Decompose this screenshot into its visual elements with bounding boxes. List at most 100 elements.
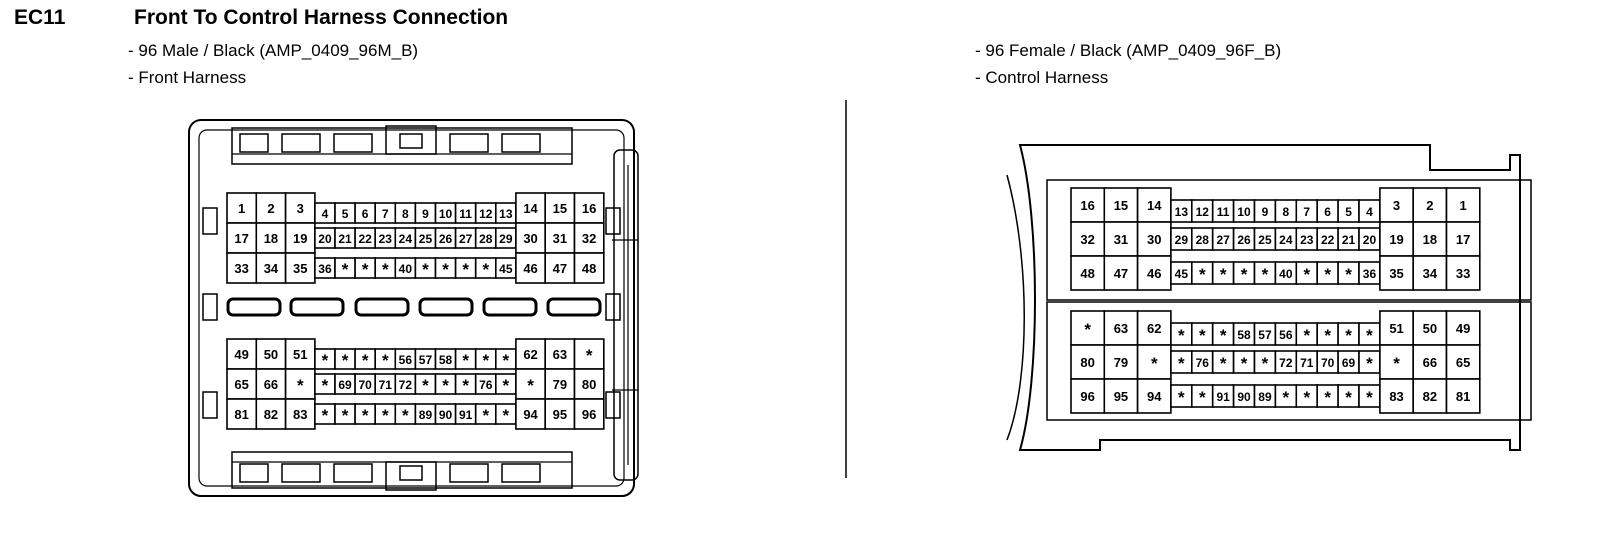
male-pin-label: 19 bbox=[293, 231, 307, 246]
female-pin-label: * bbox=[1262, 265, 1269, 284]
female-pin-label: 72 bbox=[1279, 356, 1293, 370]
male-pin-label: * bbox=[402, 406, 409, 425]
female-pin-cell bbox=[1412, 187, 1448, 223]
male-pin-label: 10 bbox=[439, 207, 453, 221]
male-pin-label: 28 bbox=[479, 232, 493, 246]
male-pin-cell bbox=[573, 252, 605, 284]
male-pin-label: 79 bbox=[553, 377, 567, 392]
male-pin-label: 72 bbox=[399, 378, 413, 392]
female-pin-cell bbox=[1103, 255, 1139, 291]
male-pin-cell bbox=[515, 192, 547, 224]
male-pin-label: 47 bbox=[553, 261, 567, 276]
male-pin-label: * bbox=[503, 351, 510, 370]
male-pin-label: * bbox=[462, 260, 469, 279]
male-pin-label: * bbox=[462, 351, 469, 370]
female-pin-cell bbox=[1412, 344, 1448, 380]
male-pin-label: 13 bbox=[499, 207, 513, 221]
female-pin-label: * bbox=[1324, 326, 1331, 345]
female-pin-label: * bbox=[1241, 265, 1248, 284]
female-pin-label: 58 bbox=[1237, 328, 1251, 342]
female-pin-label: 22 bbox=[1321, 233, 1335, 247]
female-pin-cell bbox=[1103, 378, 1139, 414]
female-pin-label: 23 bbox=[1300, 233, 1314, 247]
male-pin-label: * bbox=[527, 376, 534, 395]
male-pin-label: 40 bbox=[399, 262, 413, 276]
male-pin-cell bbox=[226, 398, 258, 430]
male-pin-label: 1 bbox=[238, 201, 245, 216]
female-pin-label: * bbox=[1366, 354, 1373, 373]
male-pin-label: * bbox=[422, 376, 429, 395]
female-pin-label: 46 bbox=[1147, 266, 1161, 281]
male-pin-label: 26 bbox=[439, 232, 453, 246]
male-pin-label: 14 bbox=[523, 201, 538, 216]
female-pin-label: 15 bbox=[1114, 198, 1128, 213]
female-pin-label: * bbox=[1199, 326, 1206, 345]
female-pin-label: * bbox=[1178, 326, 1185, 345]
female-pin-label: * bbox=[1345, 326, 1352, 345]
female-pin-label: 89 bbox=[1258, 390, 1272, 404]
female-pin-label: * bbox=[1303, 326, 1310, 345]
female-pin-label: 7 bbox=[1303, 205, 1310, 219]
male-pin-label: 31 bbox=[553, 231, 567, 246]
male-connector-outline bbox=[188, 119, 639, 497]
male-pin-label: * bbox=[342, 260, 349, 279]
male-pin-label: 24 bbox=[399, 232, 413, 246]
male-pin-label: 94 bbox=[523, 407, 538, 422]
male-pin-label: * bbox=[342, 351, 349, 370]
female-pin-label: 2 bbox=[1426, 198, 1433, 213]
male-pin-label: 18 bbox=[264, 231, 278, 246]
male-pin-label: * bbox=[442, 376, 449, 395]
female-pin-cell bbox=[1070, 378, 1106, 414]
male-pin-label: 16 bbox=[582, 201, 596, 216]
female-pin-label: 8 bbox=[1283, 205, 1290, 219]
female-pin-cell bbox=[1103, 344, 1139, 380]
male-pin-label: 11 bbox=[459, 207, 472, 221]
male-pin-label: 23 bbox=[379, 232, 393, 246]
female-pin-label: 33 bbox=[1456, 266, 1470, 281]
female-pin-label: * bbox=[1199, 265, 1206, 284]
female-pin-label: 3 bbox=[1393, 198, 1400, 213]
male-pin-label: 91 bbox=[459, 408, 473, 422]
female-pin-label: 70 bbox=[1321, 356, 1335, 370]
female-pin-label: 63 bbox=[1114, 321, 1128, 336]
male-pin-label: 50 bbox=[264, 347, 278, 362]
male-pin-cell bbox=[573, 222, 605, 254]
male-pin-label: 96 bbox=[582, 407, 596, 422]
female-pin-label: 32 bbox=[1080, 232, 1094, 247]
female-pin-cell bbox=[1103, 221, 1139, 257]
female-pin-label: 20 bbox=[1363, 233, 1377, 247]
female-pin-cell bbox=[1412, 221, 1448, 257]
male-pin-label: * bbox=[422, 260, 429, 279]
male-pin-label: 8 bbox=[402, 207, 409, 221]
male-pin-cell bbox=[226, 368, 258, 400]
female-pin-label: * bbox=[1199, 388, 1206, 407]
male-pin-cell bbox=[544, 252, 576, 284]
male-pin-label: 36 bbox=[318, 262, 332, 276]
female-pin-label: 76 bbox=[1196, 356, 1210, 370]
male-pin-label: 29 bbox=[499, 232, 513, 246]
female-pin-label: 96 bbox=[1080, 389, 1094, 404]
female-pin-cell bbox=[1070, 187, 1106, 223]
female-pin-label: 50 bbox=[1423, 321, 1437, 336]
female-pin-label: 48 bbox=[1080, 266, 1094, 281]
male-pin-label: 76 bbox=[479, 378, 493, 392]
male-pin-label: * bbox=[482, 406, 489, 425]
male-pin-label: 20 bbox=[318, 232, 332, 246]
female-pin-label: * bbox=[1178, 354, 1185, 373]
female-pin-label: 40 bbox=[1279, 267, 1293, 281]
female-pin-cell bbox=[1412, 255, 1448, 291]
female-pin-label: 51 bbox=[1389, 321, 1403, 336]
male-pin-label: 80 bbox=[582, 377, 596, 392]
male-pin-label: * bbox=[382, 260, 389, 279]
male-pin-cell bbox=[515, 398, 547, 430]
female-pin-cell bbox=[1445, 255, 1481, 291]
male-pin-label: 22 bbox=[358, 232, 372, 246]
male-pin-label: 6 bbox=[362, 207, 369, 221]
female-pin-label: 13 bbox=[1175, 205, 1189, 219]
female-pin-label: 16 bbox=[1080, 198, 1094, 213]
female-pin-label: 18 bbox=[1423, 232, 1437, 247]
female-pin-label: * bbox=[1345, 388, 1352, 407]
female-pin-label: * bbox=[1283, 388, 1290, 407]
